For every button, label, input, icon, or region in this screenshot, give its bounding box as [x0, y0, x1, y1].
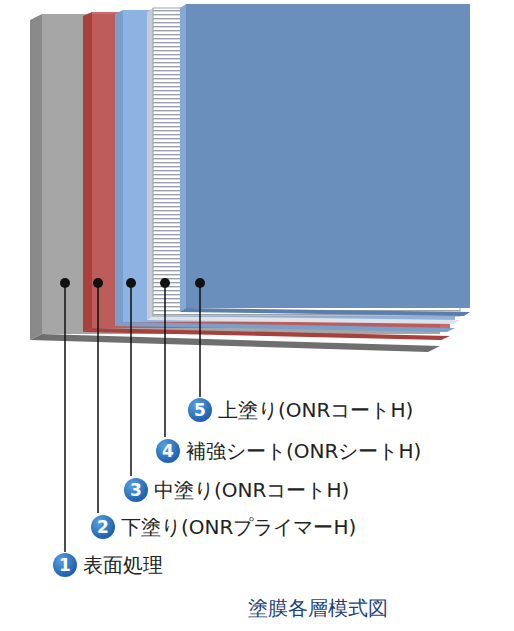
leader-dots — [60, 278, 205, 288]
figure-caption: 塗膜各層模式図 — [248, 596, 388, 620]
callout-number: 3 — [124, 478, 148, 502]
callout-number: 1 — [53, 553, 77, 577]
callout-number: 4 — [156, 439, 180, 463]
callout-number: 5 — [188, 398, 212, 422]
layer-label: 補強シート(ONRシートH) — [186, 439, 421, 463]
layer-label: 中塗り(ONRコートH) — [154, 478, 349, 502]
callout-number: 2 — [91, 515, 115, 539]
layer-label: 上塗り(ONRコートH) — [218, 398, 413, 422]
layer-label: 下塗り(ONRプライマーH) — [121, 515, 356, 539]
layer-label: 表面処理 — [83, 553, 163, 577]
leader-lines — [65, 283, 200, 552]
top-coat-layer — [180, 4, 470, 316]
